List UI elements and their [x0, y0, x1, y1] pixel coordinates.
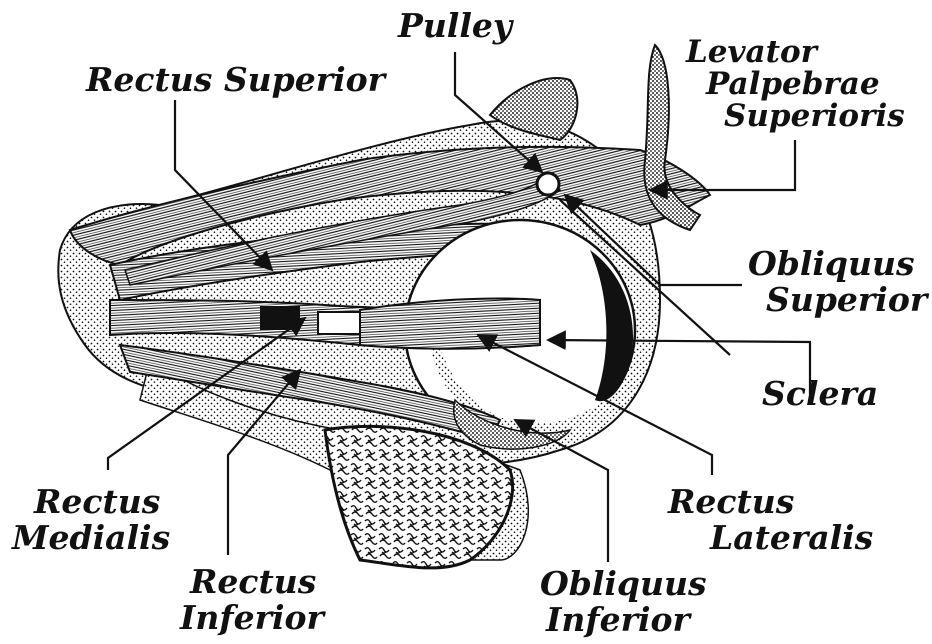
label-obliquus-inferior-line1: Obliquus: [540, 566, 707, 602]
label-sclera: Sclera: [762, 376, 878, 412]
label-obliquus-superior: Obliquus Superior: [746, 246, 927, 318]
label-rectus-superior: Rectus Superior: [86, 62, 385, 98]
label-obliquus-inferior-line2: Inferior: [546, 602, 707, 638]
label-rectus-medialis-line1: Rectus: [34, 484, 170, 520]
label-obliquus-superior-line2: Superior: [766, 282, 927, 318]
label-levator-line1: Levator: [686, 36, 905, 68]
label-obliquus-superior-line1: Obliquus: [748, 246, 927, 282]
label-levator-palpebrae-superioris: Levator Palpebrae Superioris: [686, 36, 905, 132]
label-levator-line2: Palpebrae: [706, 68, 905, 100]
medialis-window: [318, 312, 364, 334]
label-rectus-inferior: Rectus Inferior: [180, 564, 324, 636]
label-rectus-medialis-line2: Medialis: [12, 520, 170, 556]
label-rectus-lateralis-line2: Lateralis: [710, 520, 873, 556]
label-rectus-lateralis-line1: Rectus: [668, 484, 873, 520]
label-rectus-inferior-line2: Inferior: [180, 600, 324, 636]
label-rectus-lateralis: Rectus Lateralis: [668, 484, 873, 556]
label-pulley: Pulley: [398, 8, 512, 44]
label-obliquus-inferior: Obliquus Inferior: [540, 566, 707, 638]
rectus-lateralis-muscle: [360, 298, 540, 348]
pulley-ring: [537, 173, 559, 195]
label-rectus-medialis: Rectus Medialis: [12, 484, 170, 556]
label-levator-line3: Superioris: [724, 100, 905, 132]
label-rectus-inferior-line1: Rectus: [190, 564, 324, 600]
